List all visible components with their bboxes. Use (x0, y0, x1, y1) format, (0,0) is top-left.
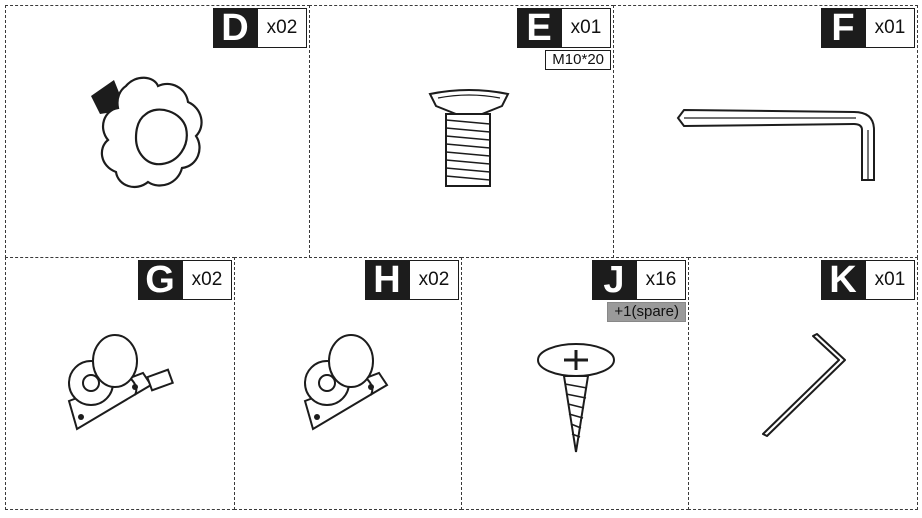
caster-wheel-icon (67, 334, 175, 431)
part-label-g: G x02 (138, 260, 232, 300)
part-letter: G (138, 260, 182, 300)
part-label-j: J x16 (592, 260, 686, 300)
part-label-k: K x01 (821, 260, 915, 300)
part-quantity: x02 (257, 8, 307, 48)
part-letter: E (517, 8, 561, 48)
part-label-e: E x01 (517, 8, 611, 48)
part-quantity: x01 (865, 260, 915, 300)
small-allen-key-icon (762, 333, 846, 437)
flat-head-bolt-icon (428, 89, 510, 187)
spare-note: +1(spare) (607, 302, 686, 322)
part-quantity: x01 (561, 8, 611, 48)
part-label-h: H x02 (365, 260, 459, 300)
part-cell-k: K x01 (688, 257, 918, 510)
part-cell-e: E x01 M10*20 (309, 5, 614, 258)
part-cell-g: G x02 (5, 257, 235, 510)
wood-screw-icon (537, 343, 615, 453)
part-cell-d: D x02 (5, 5, 310, 258)
part-label-f: F x01 (821, 8, 915, 48)
part-quantity: x02 (182, 260, 232, 300)
part-quantity: x16 (636, 260, 686, 300)
part-cell-j: J x16 +1(spare) (461, 257, 689, 510)
star-knob-icon (91, 76, 203, 189)
part-label-d: D x02 (213, 8, 307, 48)
part-quantity: x01 (865, 8, 915, 48)
part-cell-f: F x01 (613, 5, 918, 258)
large-allen-key-icon (676, 108, 875, 181)
part-letter: D (213, 8, 257, 48)
part-letter: J (592, 260, 636, 300)
part-quantity: x02 (409, 260, 459, 300)
part-letter: H (365, 260, 409, 300)
part-cell-h: H x02 (234, 257, 462, 510)
part-letter: K (821, 260, 865, 300)
part-size-note: M10*20 (545, 50, 611, 70)
caster-wheel-icon (303, 334, 389, 431)
part-letter: F (821, 8, 865, 48)
